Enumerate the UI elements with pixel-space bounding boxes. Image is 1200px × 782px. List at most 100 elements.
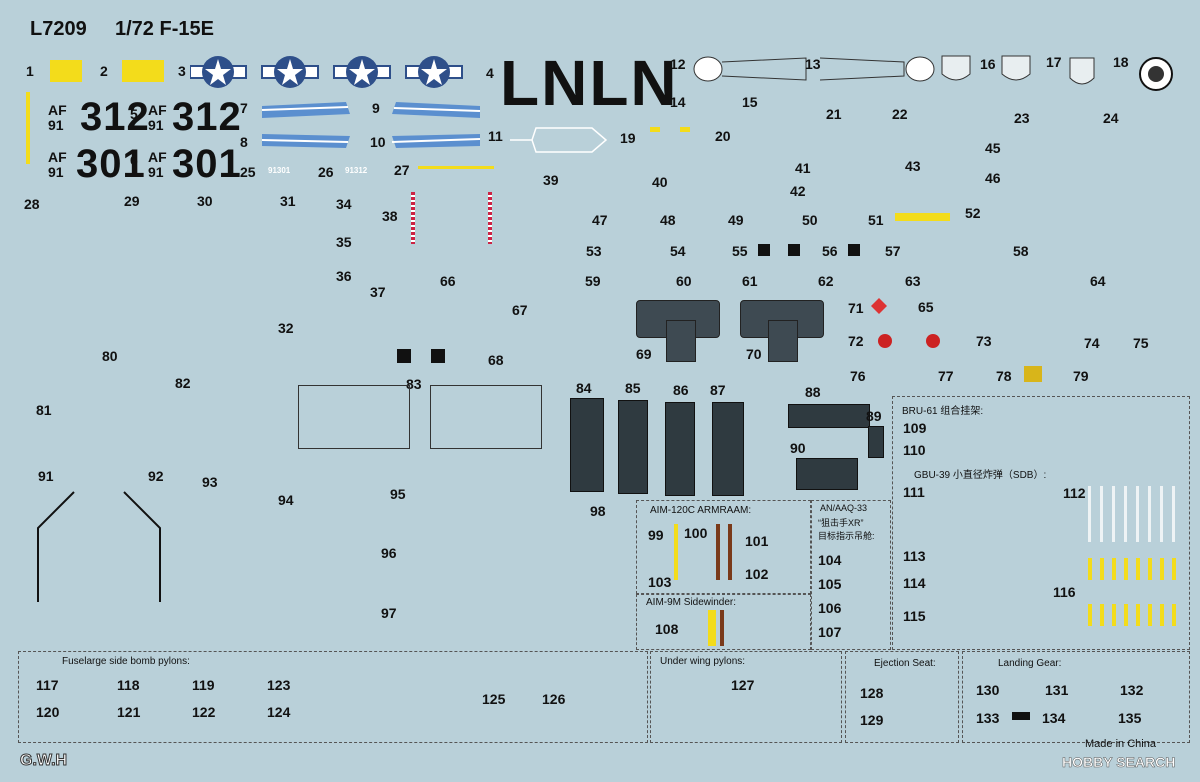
fuselage-pylons-label: Fuselarge side bomb pylons: <box>62 656 190 667</box>
eagle-emblem-icon <box>820 56 935 82</box>
yellow-marking <box>680 127 690 132</box>
decal-number: 30 <box>197 193 213 209</box>
decal-number: 25 <box>240 164 256 180</box>
decal-number: 8 <box>240 134 248 150</box>
tail-letters: LNLN <box>500 47 679 119</box>
decal-number: 105 <box>818 576 842 592</box>
decal-number: 21 <box>826 106 842 122</box>
missile-band-decal <box>708 610 716 646</box>
decal-number: 55 <box>732 243 748 259</box>
yellow-line-decal <box>418 166 494 169</box>
black-placard-decal <box>1012 712 1030 720</box>
decal-number: 49 <box>728 212 744 228</box>
instrument-panel-decal <box>796 458 858 490</box>
decal-number: 77 <box>938 368 954 384</box>
watermark: HOBBY SEARCH <box>1062 754 1176 771</box>
red-stripe-decal <box>411 192 415 244</box>
decal-number: 1 <box>26 63 34 79</box>
white-band-decals <box>1088 486 1178 542</box>
landing-gear-section <box>962 651 1190 743</box>
decal-number: 39 <box>543 172 559 188</box>
decal-number: 125 <box>482 691 506 707</box>
ejection-seat-section <box>845 651 959 743</box>
intake-outline-decal <box>510 127 608 153</box>
decal-number: 85 <box>625 380 641 396</box>
decal-number: 67 <box>512 302 528 318</box>
yellow-placard-decal <box>1024 366 1042 382</box>
decal-number: 38 <box>382 208 398 224</box>
unit-badge-icon <box>1001 55 1031 81</box>
product-code: L7209 <box>30 18 87 40</box>
decal-number: 32 <box>278 320 294 336</box>
decal-number: 97 <box>381 605 397 621</box>
anaaq33-label: “狙击手XR” <box>818 518 864 528</box>
decal-number: 6 <box>130 152 138 168</box>
decal-number: 19 <box>620 130 636 146</box>
national-insignia-icon <box>405 56 463 88</box>
decal-number: 111 <box>903 484 925 500</box>
decal-number: 96 <box>381 545 397 561</box>
decal-number: 130 <box>976 682 1000 698</box>
decal-number: 75 <box>1133 335 1149 351</box>
small-serial: 91301 <box>268 166 291 175</box>
decal-number: 28 <box>24 196 40 212</box>
decal-number: 74 <box>1084 335 1100 351</box>
cockpit-panel-decal <box>768 320 798 362</box>
decal-number: 119 <box>192 677 215 693</box>
brand-logo: G.W.H <box>19 752 68 770</box>
blue-stripe-decal <box>392 102 481 118</box>
decal-number: 108 <box>655 621 679 637</box>
national-insignia-icon <box>190 56 247 88</box>
decal-number: 5 <box>130 106 138 122</box>
decal-number: 101 <box>745 533 769 549</box>
decal-number: 78 <box>996 368 1012 384</box>
decal-number: 135 <box>1118 710 1142 726</box>
decal-number: 68 <box>488 352 504 368</box>
aim9-label: AIM-9M Sidewinder: <box>646 597 737 608</box>
tail-prefix: AF 91 <box>148 102 167 133</box>
decal-number: 23 <box>1014 110 1030 126</box>
decal-number: 65 <box>918 299 934 315</box>
decal-number: 95 <box>390 486 406 502</box>
decal-number: 104 <box>818 552 842 568</box>
decal-number: 86 <box>673 382 689 398</box>
anaaq33-section <box>811 500 891 650</box>
decal-number: 126 <box>542 691 566 707</box>
under-wing-section <box>650 651 842 743</box>
decal-number: 31 <box>280 193 296 209</box>
decal-number: 73 <box>976 333 992 349</box>
decal-number: 41 <box>795 160 811 176</box>
decal-number: 79 <box>1073 368 1089 384</box>
decal-number: 92 <box>148 468 164 484</box>
decal-number: 27 <box>394 162 410 178</box>
decal-number: 127 <box>731 677 755 693</box>
decal-number: 10 <box>370 134 386 150</box>
tail-number: 312 <box>172 95 242 139</box>
wing-badge-icon <box>1069 57 1095 85</box>
decal-number: 46 <box>985 170 1001 186</box>
decal-number: 9 <box>372 100 380 116</box>
yellow-stripe-decal <box>26 92 30 164</box>
decal-number: 2 <box>100 63 108 79</box>
tail-prefix: AF 91 <box>48 149 67 180</box>
decal-number: 100 <box>684 525 708 541</box>
decal-number: 16 <box>980 56 996 72</box>
decal-number: 11 <box>488 128 503 144</box>
squadron-patch-icon <box>1139 57 1173 91</box>
yellow-band-decals <box>1088 558 1178 580</box>
decal-number: 12 <box>670 56 686 72</box>
decal-number: 112 <box>1063 485 1086 501</box>
landing-gear-label: Landing Gear: <box>998 658 1062 669</box>
decal-number: 90 <box>790 440 806 456</box>
red-dial-icon <box>878 334 892 348</box>
tail-number: 301 <box>172 142 242 186</box>
decal-number: 29 <box>124 193 140 209</box>
decal-number: 82 <box>175 375 191 391</box>
decal-number: 60 <box>676 273 692 289</box>
decal-number: 88 <box>805 384 821 400</box>
intake-lip-decal <box>37 491 161 602</box>
decal-number: 51 <box>868 212 884 228</box>
decal-number: 70 <box>746 346 762 362</box>
decal-number: 124 <box>267 704 291 720</box>
blue-stripe-decal <box>262 134 350 148</box>
